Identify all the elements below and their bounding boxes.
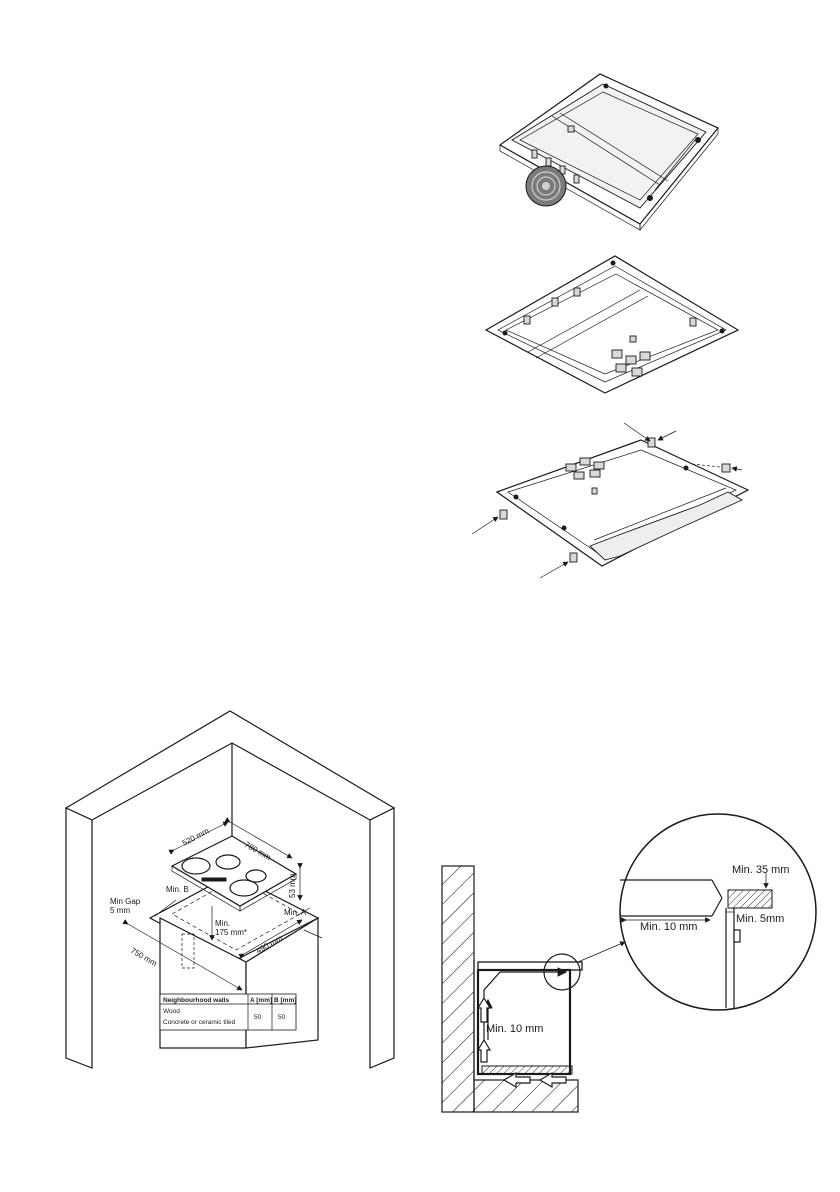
min-b-label: Min. B [166,885,189,894]
table-row-wood: Wood [163,1008,180,1015]
min-drop-label: Min. [215,919,230,928]
min-gap-value: 5 mm [110,906,130,915]
table-header-a: A [mm] [250,997,272,1004]
fixing-clip-left-icon [472,510,507,534]
min-top-label: Min. 35 mm [732,864,789,876]
cooling-fan-icon [526,166,566,206]
min-side-label: Min. 5mm [736,913,784,925]
min-front-label: Min. 10 mm [640,921,697,933]
table-header-b: B [mm] [274,997,296,1004]
hob-underside-fan-figure [500,74,718,230]
neighbourhood-walls-table: Neighbourhood walls A [mm] B [mm] Wood C… [160,994,296,1030]
dim-height-label: 53 mm [288,873,297,898]
fixing-clip-front-icon [540,553,577,578]
min-a-label: Min. A [284,908,307,917]
cutout-width-label: 750 mm [129,946,159,968]
hob-fixing-clips-figure [472,423,748,578]
hob-frame-underside-figure [486,256,738,393]
table-cell-a: 50 [254,1014,262,1021]
table-header-walls: Neighbourhood walls [163,997,229,1004]
table-row-concrete: Concrete or ceramic tiled [163,1019,236,1026]
min-drop-value: 175 mm* [215,928,247,937]
min-gap-label: Min Gap [110,897,141,906]
dim-depth-label: 520 mm [181,826,211,848]
ventilation-section-figure [442,814,816,1112]
table-cell-b: 50 [278,1014,286,1021]
min-back-label: Min. 10 mm [486,1023,543,1035]
